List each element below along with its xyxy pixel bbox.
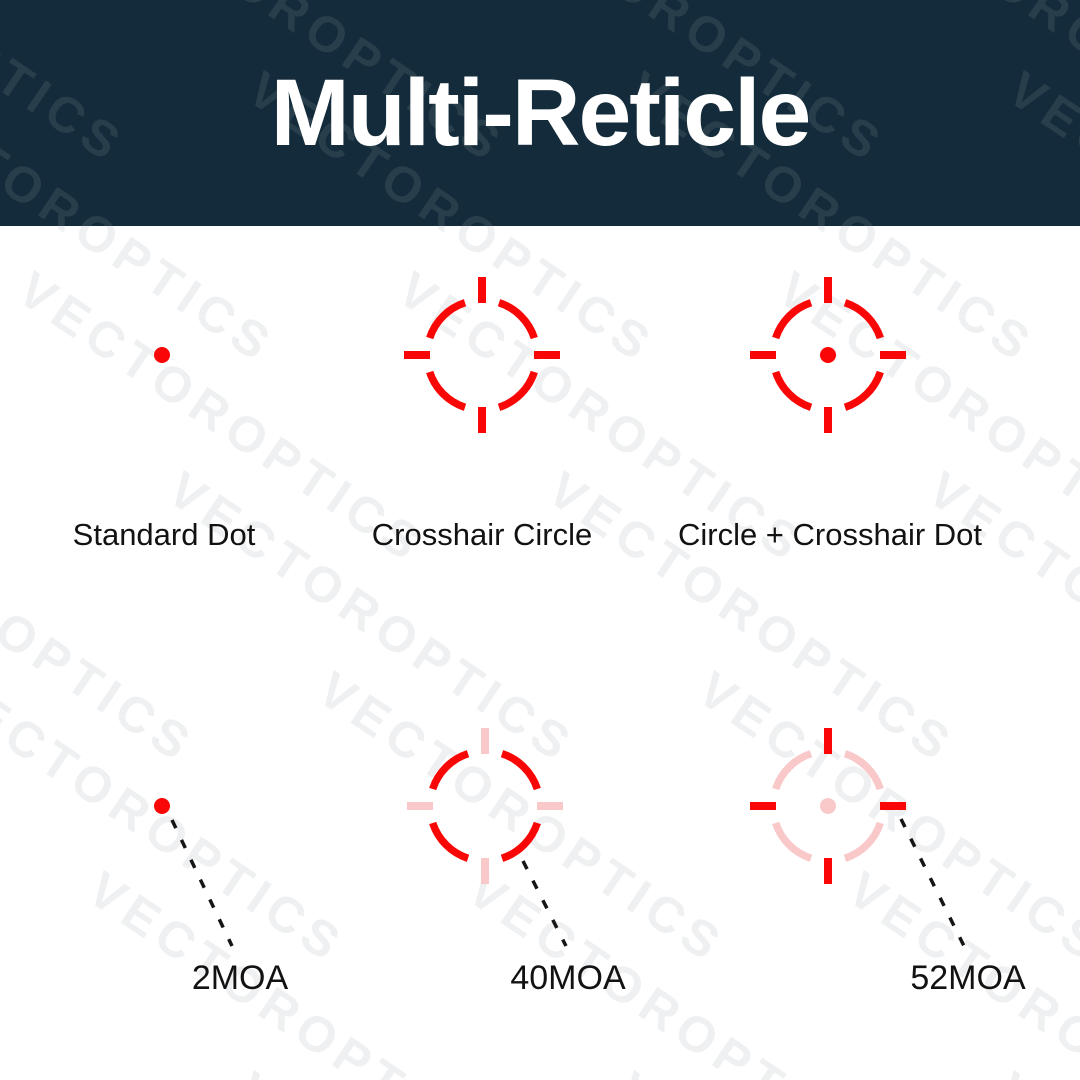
watermark-text: VECTOROPTICS: [0, 1060, 276, 1080]
watermark-text: VECTOROPTICS: [918, 460, 1080, 775]
label-52moa: 52MOA: [910, 959, 1026, 997]
reticle-crosshair-ticks: [750, 728, 906, 884]
label-40moa: 40MOA: [510, 959, 626, 997]
watermark-text: VECTOROPTICS: [228, 1060, 656, 1080]
crosshair-span-reticle: [750, 728, 906, 884]
watermark-text: VECTOROPTICS: [988, 1060, 1080, 1080]
standard-dot-reticle: [154, 347, 170, 363]
label-circle-crosshair-dot: Circle + Crosshair Dot: [677, 517, 983, 552]
watermark-text: VECTOROPTICS: [608, 1060, 1036, 1080]
reticle-crosshair-ticks: [750, 277, 906, 433]
reticle-crosshair-ticks-faded: [407, 728, 563, 884]
header-band: [0, 0, 1080, 226]
crosshair-circle-reticle: [404, 277, 560, 433]
reticle-dot: [154, 798, 170, 814]
reticle-center-dot: [820, 347, 836, 363]
reticle-dot: [154, 347, 170, 363]
page-title: Multi-Reticle: [270, 59, 812, 166]
reticle-circle-arcs: [772, 299, 884, 411]
reticle-circle-arcs-faded: [772, 750, 884, 862]
circle-crosshair-dot-reticle: [750, 277, 906, 433]
label-crosshair-circle: Crosshair Circle: [371, 517, 593, 552]
circle-size-reticle: [407, 728, 563, 884]
reticle-crosshair-ticks: [404, 277, 560, 433]
reticle-circle-arcs: [426, 299, 538, 411]
reticle-center-dot-faded: [820, 798, 836, 814]
pointer-line-52moa: [899, 818, 966, 947]
label-2moa: 2MOA: [191, 959, 289, 997]
watermark-text: VECTOROPTICS: [1068, 660, 1080, 975]
dot-size-reticle: [154, 798, 170, 814]
watermark-text: VECTOROPTICS: [78, 860, 506, 1080]
reticle-circle-arcs: [429, 750, 541, 862]
label-standard-dot: Standard Dot: [72, 517, 256, 552]
